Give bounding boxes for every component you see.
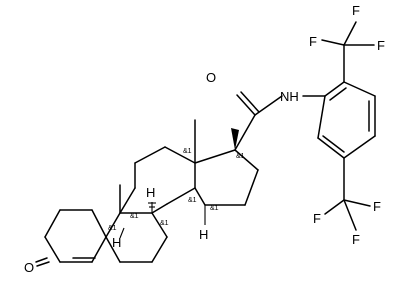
hydrogen-label-2: H <box>112 235 121 250</box>
hydrogen-label-3: H <box>199 227 208 242</box>
nh-label: NH <box>280 89 299 104</box>
wedge-bond-c17 <box>231 128 239 150</box>
stereo-label-4: &1 <box>160 220 169 227</box>
fluorine-label-2: F <box>352 3 360 18</box>
oxygen-amide-label: O <box>206 70 216 85</box>
fluorine-label-5: F <box>373 199 381 214</box>
fluorine-label-1: F <box>309 34 317 49</box>
ring-d-bonds <box>194 149 259 206</box>
stereo-label-6: &1 <box>210 205 219 212</box>
stereo-label-3: &1 <box>130 213 139 220</box>
ring-b-bonds <box>105 212 168 263</box>
stereo-label-1: &1 <box>236 153 245 160</box>
ring-c-bonds <box>119 146 196 214</box>
methyl-bonds <box>119 119 196 214</box>
amide-bonds <box>234 91 283 151</box>
ring-a-bonds <box>35 209 107 267</box>
fluorine-label-3: F <box>377 38 385 53</box>
stereo-label-2: &1 <box>183 148 192 155</box>
hash-bond-h8 <box>148 202 156 213</box>
aryl-ring-bonds <box>302 81 376 159</box>
hydrogen-label-1: H <box>146 185 155 200</box>
oxygen-ketone-label: O <box>24 260 34 275</box>
fluorine-label-6: F <box>352 232 360 247</box>
fluorine-label-4: F <box>313 211 321 226</box>
stereo-label-5: &1 <box>188 197 197 204</box>
cf3-bonds <box>321 21 375 231</box>
stereo-label-7: &1 <box>108 225 117 232</box>
hash-bond-h9 <box>119 227 125 239</box>
